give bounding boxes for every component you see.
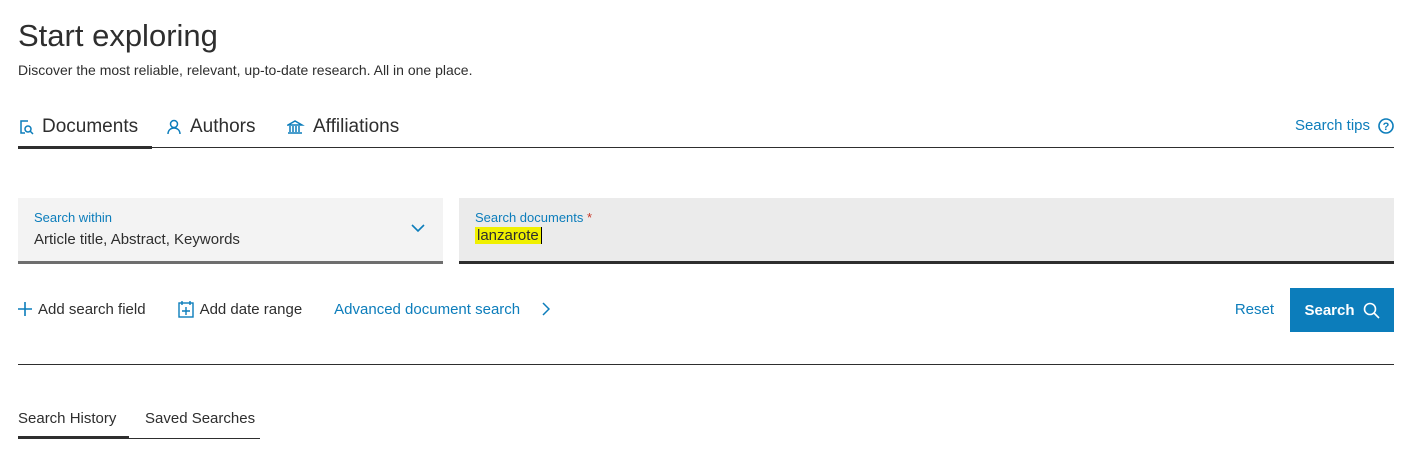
document-search-icon — [20, 120, 34, 135]
search-button[interactable]: Search — [1290, 288, 1394, 332]
search-tips-link[interactable]: Search tips ? — [1295, 117, 1394, 134]
calendar-add-icon — [177, 301, 194, 318]
tab-affiliations[interactable]: Affiliations — [287, 116, 399, 138]
divider — [18, 364, 1394, 365]
search-within-select[interactable]: Search within Article title, Abstract, K… — [18, 198, 443, 264]
tab-authors[interactable]: Authors — [166, 116, 255, 138]
help-icon: ? — [1378, 117, 1394, 134]
search-type-tabs: Documents Authors Affiliations — [18, 112, 1394, 149]
search-icon — [1363, 302, 1380, 319]
search-query-text: lanzarote — [475, 227, 542, 244]
history-tabs: Search History Saved Searches — [18, 408, 260, 439]
chevron-down-icon — [411, 224, 425, 233]
search-documents-input[interactable]: Search documents * lanzarote — [459, 198, 1394, 264]
tab-saved-searches[interactable]: Saved Searches — [145, 410, 256, 427]
person-icon — [167, 119, 181, 135]
chevron-right-icon — [542, 302, 551, 316]
institution-icon — [287, 120, 305, 134]
svg-text:?: ? — [1383, 121, 1390, 133]
plus-icon — [18, 302, 32, 316]
page-subtitle: Discover the most reliable, relevant, up… — [18, 62, 473, 78]
add-search-field-button[interactable]: Add search field — [18, 301, 162, 318]
reset-button[interactable]: Reset — [1234, 301, 1274, 318]
advanced-search-link[interactable]: Advanced document search — [334, 301, 551, 318]
page-title: Start exploring — [18, 18, 218, 53]
tab-search-history[interactable]: Search History — [18, 410, 129, 438]
add-date-range-button[interactable]: Add date range — [177, 300, 319, 318]
tab-documents[interactable]: Documents — [18, 116, 153, 149]
